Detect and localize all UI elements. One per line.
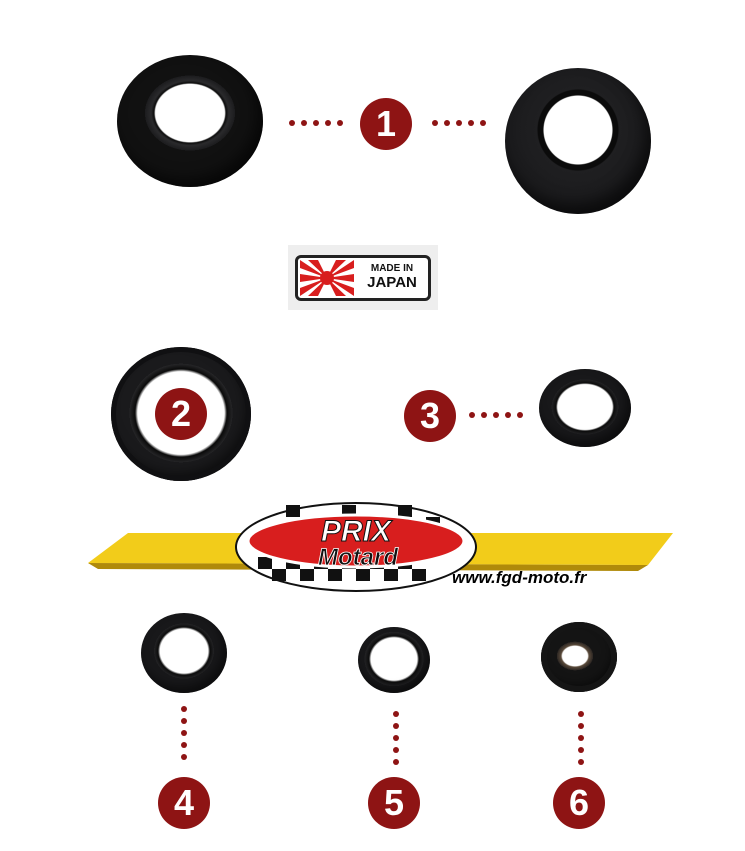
badge-4: 4 (158, 777, 210, 829)
badge-3: 3 (404, 390, 456, 442)
dots-5 (393, 711, 399, 765)
valve-stem-seal-6 (541, 622, 617, 692)
dots-4 (181, 706, 187, 760)
oil-seal-1-left (117, 55, 263, 187)
logo-word-prix: PRIX (321, 515, 393, 548)
dots-1-left (289, 120, 343, 126)
badge-5: 5 (368, 777, 420, 829)
rising-sun-flag-icon (300, 259, 354, 296)
website-url: www.fgd-moto.fr (452, 568, 587, 587)
badge-1: 1 (360, 98, 412, 150)
prix-motard-logo: PRIX Motard (88, 502, 673, 592)
japan-text: JAPAN (367, 273, 417, 291)
logo-word-motard: Motard (318, 544, 399, 571)
oil-seal-4 (141, 613, 227, 693)
oil-seal-1-right (505, 68, 651, 214)
dots-6 (578, 711, 584, 765)
dots-1-right (432, 120, 486, 126)
made-in-text: MADE IN (370, 263, 414, 275)
dots-3 (469, 412, 523, 418)
oil-seal-5 (358, 627, 430, 693)
oil-seal-3 (539, 369, 631, 447)
badge-2: 2 (155, 388, 207, 440)
badge-6: 6 (553, 777, 605, 829)
made-in-japan-label: MADE IN JAPAN (288, 245, 438, 310)
